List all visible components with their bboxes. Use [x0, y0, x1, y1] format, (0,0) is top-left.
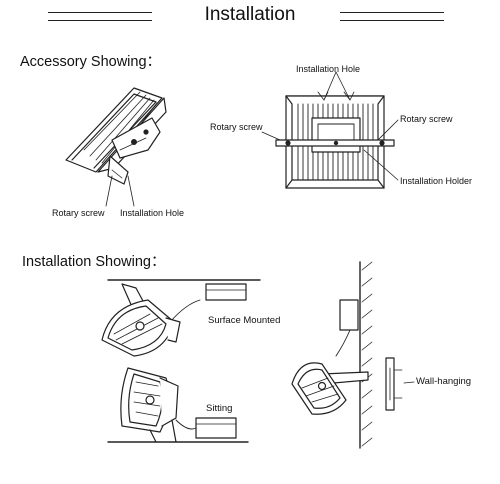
- label-sitting: Sitting: [206, 403, 233, 414]
- floodlight-back-view: [275, 95, 395, 189]
- label-installation-hole-left: Installation Hole: [120, 208, 185, 218]
- label-installation-holder: Installation Holder: [400, 176, 473, 186]
- label-installation-hole-top: Installation Hole: [296, 64, 361, 74]
- installation-heading: Installation Showing：: [22, 254, 166, 270]
- title-line-right-top: [340, 12, 444, 13]
- page-title: Installation: [204, 4, 296, 25]
- wall-hanging-diagram: [291, 261, 415, 449]
- label-rotary-screw-right-right: Rotary screw: [400, 114, 453, 124]
- label-wall-hanging: Wall-hanging: [416, 376, 472, 387]
- accessory-right-leaders: [261, 71, 399, 181]
- surface-mounted-diagram: [101, 279, 261, 357]
- title-line-left-bottom: [48, 20, 152, 21]
- label-rotary-screw-right-left: Rotary screw: [210, 122, 263, 132]
- accessory-left-leaders: [105, 175, 135, 207]
- accessory-heading: Accessory Showing：: [20, 54, 162, 70]
- label-rotary-screw-left: Rotary screw: [52, 208, 105, 218]
- sitting-diagram: [107, 367, 249, 443]
- title-line-right-bottom: [340, 20, 444, 21]
- title-line-left-top: [48, 12, 152, 13]
- label-surface-mounted: Surface Mounted: [208, 315, 281, 326]
- floodlight-side-view: [65, 87, 167, 185]
